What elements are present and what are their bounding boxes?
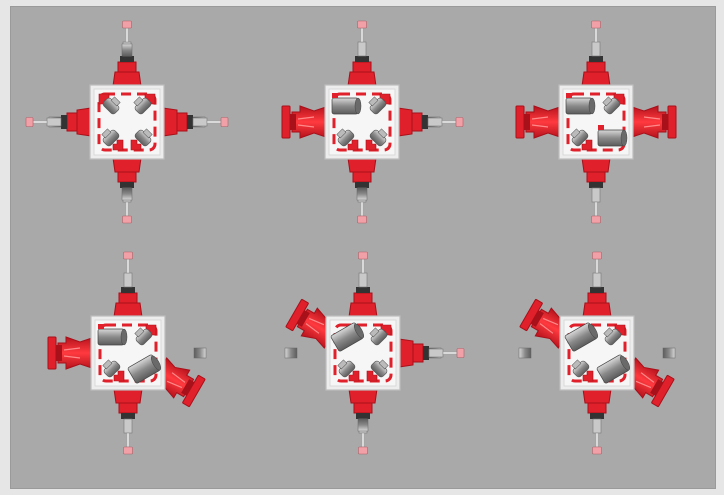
unit-5 <box>285 252 464 454</box>
unit-6 <box>519 252 675 454</box>
arm-left-flange <box>48 337 92 369</box>
arm-left-flange <box>282 106 326 138</box>
figure-panel <box>10 6 716 489</box>
unit-4 <box>48 252 206 454</box>
arm-left-flange <box>516 106 560 138</box>
unit-2 <box>282 21 463 223</box>
unit-3 <box>516 21 676 223</box>
arm-right-flange <box>632 106 676 138</box>
valve-figure <box>10 6 716 489</box>
unit-1 <box>26 21 228 223</box>
